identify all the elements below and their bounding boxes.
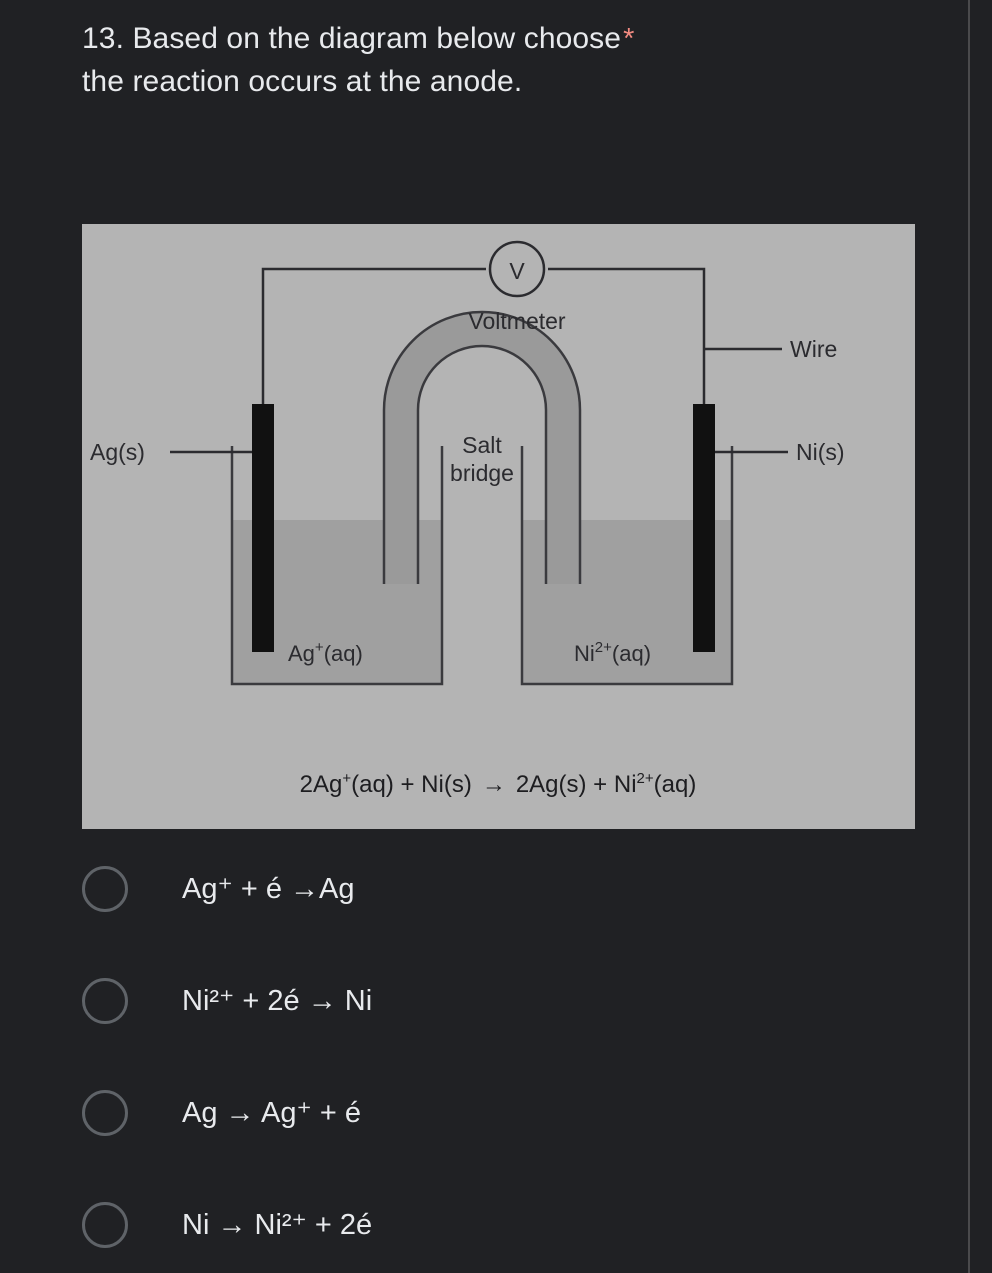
equation-arrow: → xyxy=(482,771,506,798)
answer-option-3[interactable]: Ag → Ag⁺ + é xyxy=(82,1084,932,1142)
radio-button-icon-option-4[interactable] xyxy=(82,1202,128,1248)
left-solution-state: (aq) xyxy=(324,641,363,666)
right-electrode-label: Ni(s) xyxy=(796,439,845,465)
answer-option-2-label: Ni²⁺ + 2é → Ni xyxy=(182,984,373,1017)
page-title: 13. Based on the diagram below choose* xyxy=(82,18,932,61)
right-solution-base: Ni xyxy=(574,641,595,666)
answer-option-4[interactable]: Ni → Ni²⁺ + 2é xyxy=(82,1196,932,1254)
right-beaker-outline xyxy=(520,446,734,686)
question-text-line-1: 13. Based on the diagram below choose xyxy=(82,22,622,55)
vertical-scrollbar[interactable] xyxy=(968,0,992,1273)
answer-options-group[interactable]: Ag⁺ + é →Ag Ni²⁺ + 2é → Ni Ag → Ag⁺ + é … xyxy=(82,860,932,1254)
left-circuit-wire xyxy=(261,267,486,404)
right-electrode-ni xyxy=(693,404,715,652)
voltmeter-symbol: V xyxy=(509,258,525,284)
radio-button-icon-option-3[interactable] xyxy=(82,1090,128,1136)
salt-bridge-outer-wall xyxy=(382,310,582,584)
answer-option-2[interactable]: Ni²⁺ + 2é → Ni xyxy=(82,972,932,1030)
salt-bridge-inner-wall xyxy=(416,344,548,584)
right-solution-label: Ni2+(aq) xyxy=(574,639,651,666)
answer-option-1[interactable]: Ag⁺ + é →Ag xyxy=(82,860,932,918)
answer-option-4-label: Ni → Ni²⁺ + 2é xyxy=(182,1208,373,1241)
salt-bridge-label-line1: Salt xyxy=(462,432,502,458)
radio-button-icon-option-2[interactable] xyxy=(82,978,128,1024)
equation-part-3: 2Ag(s) + Ni xyxy=(516,771,637,798)
left-beaker-outline xyxy=(230,446,444,686)
right-solution-state: (aq) xyxy=(612,641,651,666)
left-electrode-ag xyxy=(252,404,274,652)
wire-label: Wire xyxy=(790,336,837,362)
required-asterisk: * xyxy=(623,23,635,55)
galvanic-cell-diagram-image: V Voltmeter Wire Ag(s) Ni(s) Salt bridge… xyxy=(82,224,915,829)
question-card: 13. Based on the diagram below choose* t… xyxy=(82,18,932,1254)
equation-part-1: 2Ag xyxy=(300,771,343,798)
question-block: 13. Based on the diagram below choose* t… xyxy=(82,18,932,103)
voltmeter-icon xyxy=(488,240,546,298)
salt-bridge-label-line2: bridge xyxy=(450,460,514,486)
overall-reaction-equation: 2Ag+(aq) + Ni(s) → 2Ag(s) + Ni2+(aq) xyxy=(300,770,697,798)
left-electrode-label: Ag(s) xyxy=(90,439,145,465)
question-text-line-2: the reaction occurs at the anode. xyxy=(82,64,523,98)
equation-part-2: (aq) + Ni(s) xyxy=(351,771,472,798)
salt-bridge-tube-fill xyxy=(384,312,580,584)
radio-button-icon-option-1[interactable] xyxy=(82,866,128,912)
left-solution-label: Ag+(aq) xyxy=(288,639,363,666)
voltmeter-label: Voltmeter xyxy=(468,308,565,334)
equation-part-3-superscript: 2+ xyxy=(637,770,654,787)
answer-option-1-label: Ag⁺ + é →Ag xyxy=(182,872,355,905)
answer-option-3-label: Ag → Ag⁺ + é xyxy=(182,1096,361,1129)
equation-part-4: (aq) xyxy=(654,771,697,798)
right-solution-charge: 2+ xyxy=(595,639,612,656)
right-circuit-wire xyxy=(548,267,706,404)
equation-part-1-superscript: + xyxy=(342,770,351,787)
left-solution-base: Ag xyxy=(288,641,315,666)
left-solution-charge: + xyxy=(315,639,324,656)
